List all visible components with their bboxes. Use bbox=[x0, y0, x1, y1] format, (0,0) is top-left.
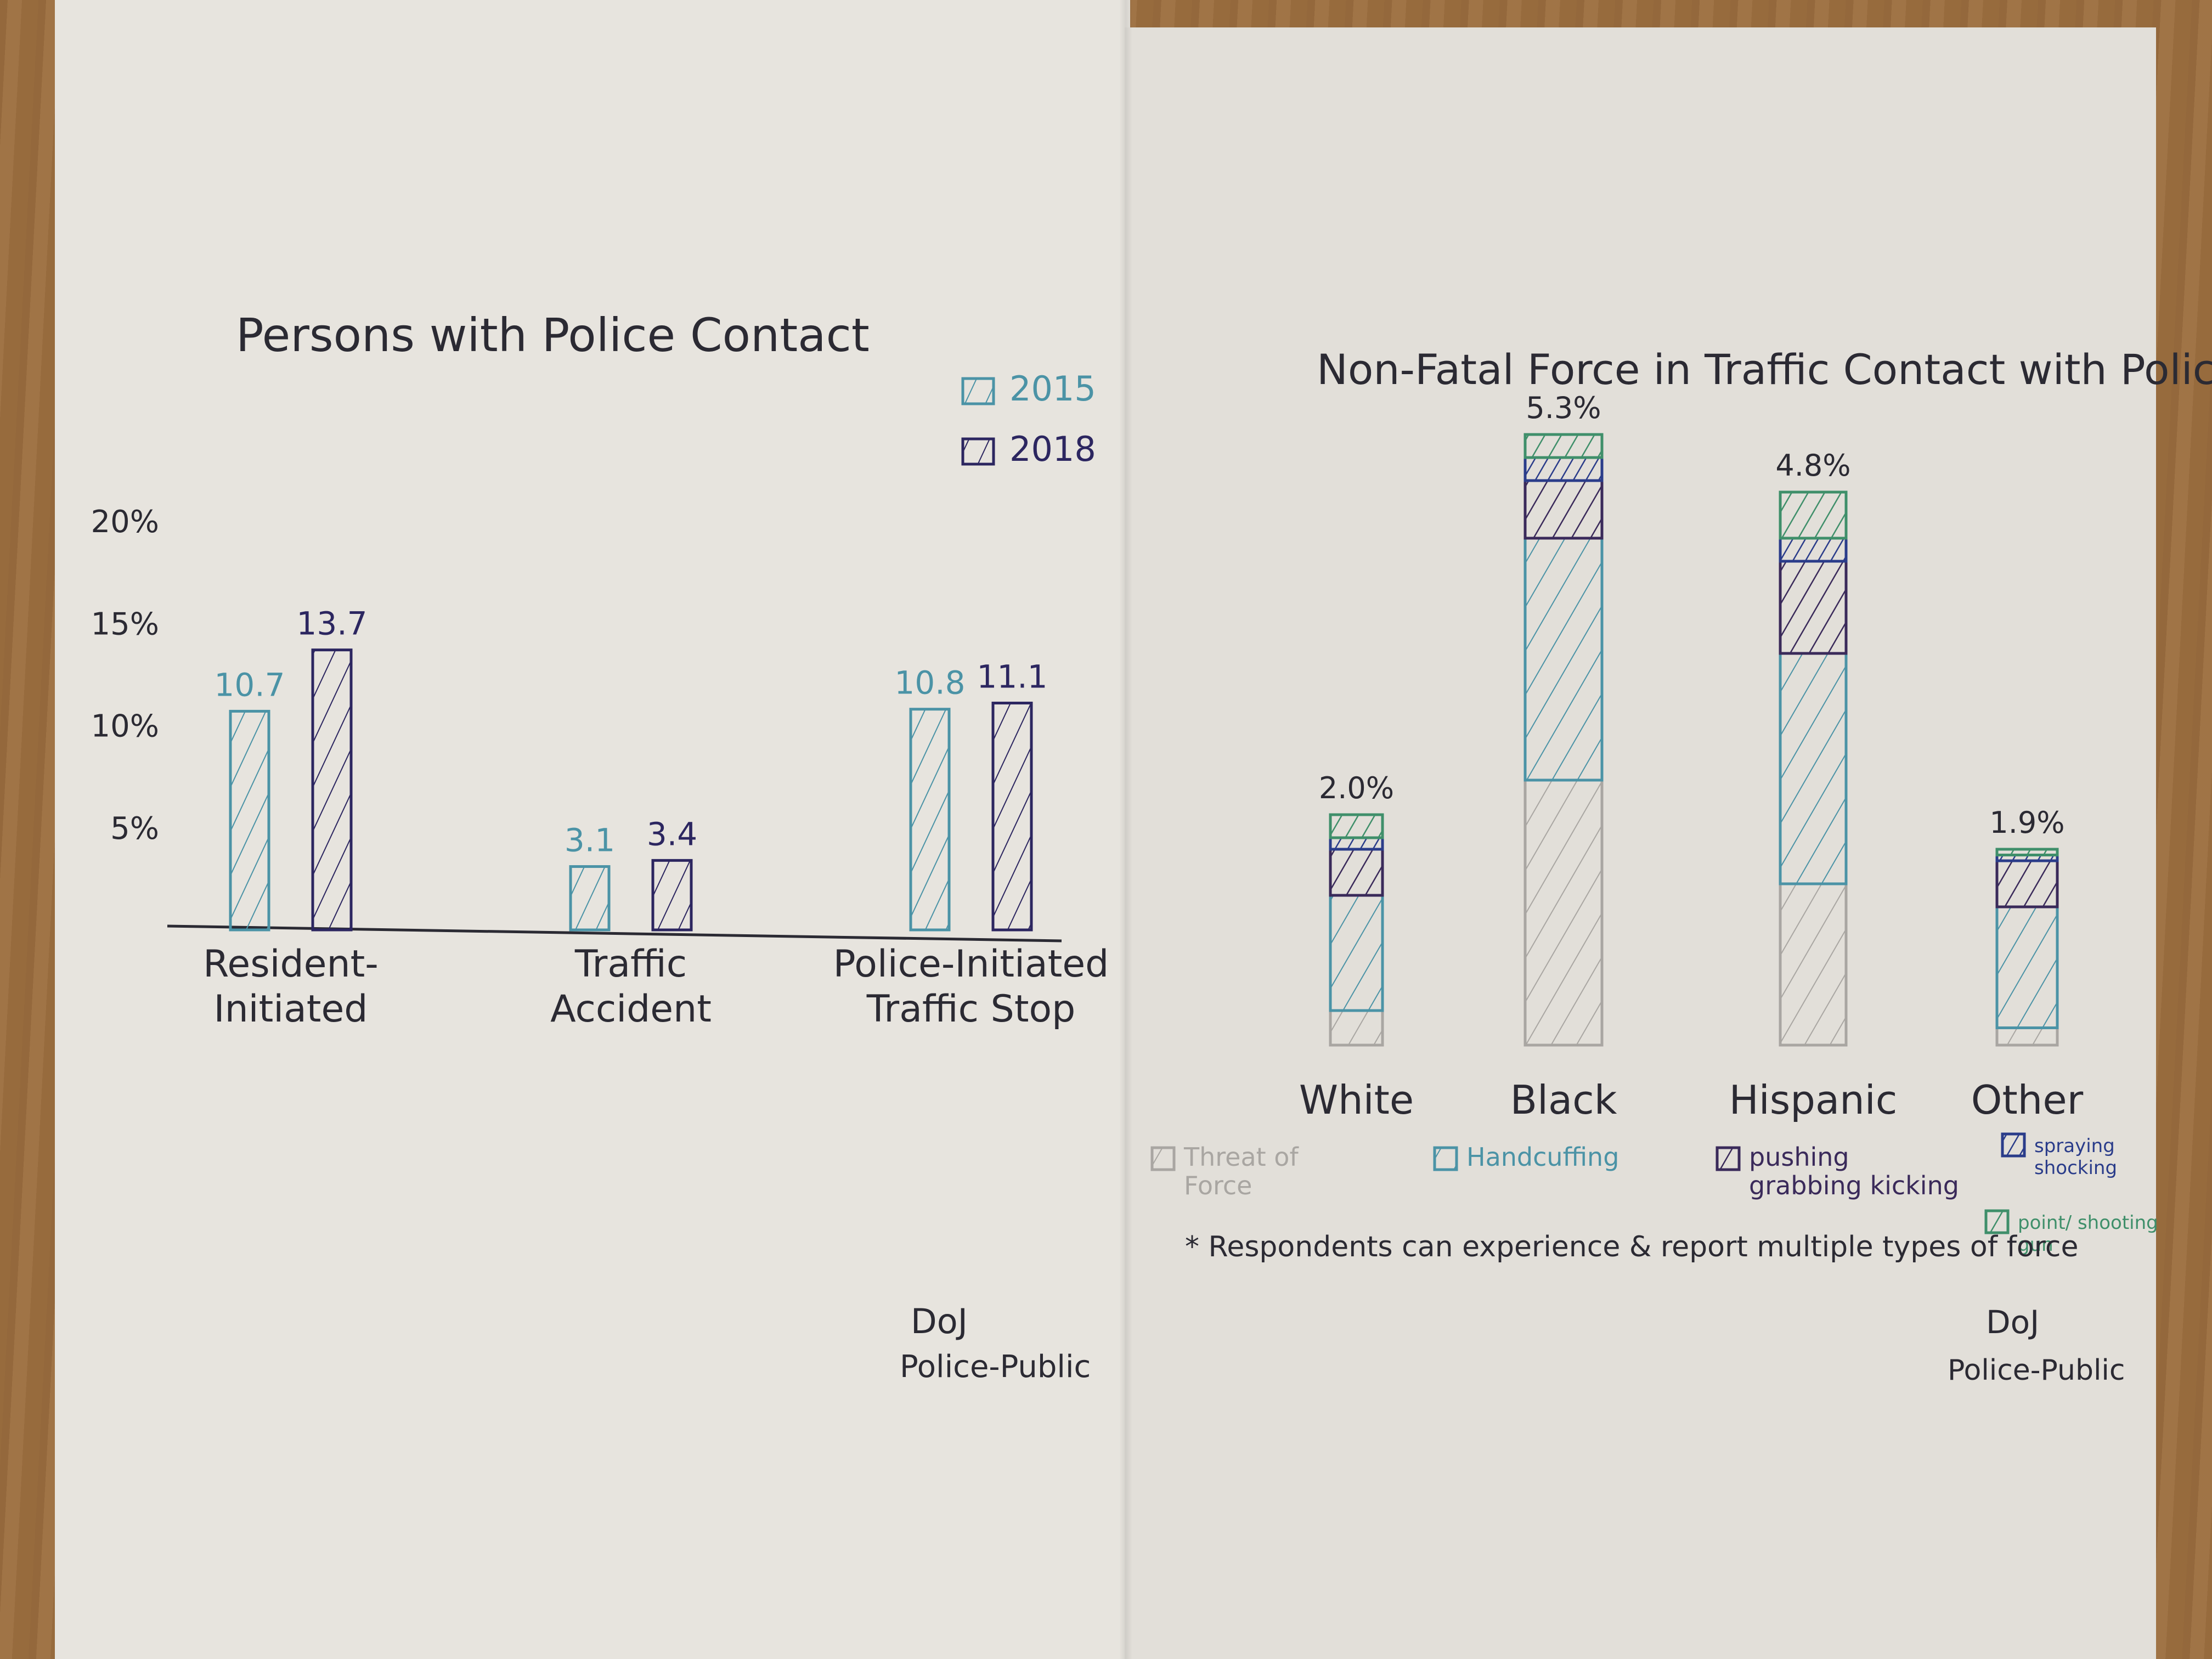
chart2-total-label: 2.0% bbox=[1319, 771, 1394, 805]
chart2-segment-3-2 bbox=[1779, 537, 1848, 563]
chart2-source: DoJ Police-Public bbox=[1948, 1304, 2125, 1387]
chart2-segment-2-2 bbox=[1779, 560, 1848, 655]
chart2-legend-swatch-4 bbox=[1984, 1209, 2010, 1234]
chart2-legend-label: Handcuffing bbox=[1466, 1142, 1619, 1172]
chart2-segment-3-0 bbox=[1329, 836, 1384, 851]
chart2-segment-2-0 bbox=[1329, 848, 1384, 897]
chart2-segment-1-1 bbox=[1523, 537, 1604, 782]
chart2-segment-0-2 bbox=[1779, 882, 1848, 1047]
paper-right-page bbox=[1125, 27, 2156, 1659]
chart1-data-label: 3.1 bbox=[565, 822, 615, 859]
chart1-bars: 10.7 3.1 10.8 13.7 3.4 11.1 bbox=[214, 605, 1048, 932]
chart-non-fatal-force: Non-Fatal Force in Traffic Contact with … bbox=[1150, 345, 2212, 1387]
chart2-segment-0-1 bbox=[1523, 778, 1604, 1047]
chart2-segment-4-0 bbox=[1329, 813, 1384, 839]
chart2-total-label: 4.8% bbox=[1775, 448, 1850, 483]
chart2-total-label: 1.9% bbox=[1989, 805, 2064, 840]
chart1-ytick-label: 20% bbox=[91, 504, 159, 540]
chart2-segment-4-1 bbox=[1523, 433, 1604, 459]
chart1-bar-2018-2 bbox=[991, 702, 1033, 932]
chart1-bar-2015-0 bbox=[229, 709, 270, 932]
chart1-source-line-1: DoJ bbox=[911, 1301, 968, 1341]
chart1-data-label: 13.7 bbox=[296, 605, 367, 642]
chart2-segment-2-3 bbox=[1995, 859, 2059, 909]
chart2-category-label: White bbox=[1299, 1077, 1414, 1123]
chart2-source-line-1: DoJ bbox=[1986, 1304, 2039, 1341]
chart1-source-line-2: Police-Public bbox=[900, 1349, 1091, 1385]
chart2-segment-3-1 bbox=[1523, 456, 1604, 482]
chart1-data-label: 11.1 bbox=[977, 658, 1047, 696]
chart2-total-label: 5.3% bbox=[1526, 391, 1601, 425]
chart1-ytick-label: 15% bbox=[91, 606, 159, 642]
chart1-bar-2018-0 bbox=[311, 648, 353, 932]
chart2-segment-4-3 bbox=[1995, 848, 2059, 856]
chart1-legend-label: 2015 bbox=[1009, 369, 1096, 409]
chart2-legend-swatch-2 bbox=[1716, 1146, 1741, 1171]
chart1-data-label: 3.4 bbox=[647, 815, 697, 853]
chart1-legend-swatch-2015 bbox=[961, 377, 995, 405]
chart2-footnote: * Respondents can experience & report mu… bbox=[1185, 1231, 2079, 1263]
chart2-segment-1-3 bbox=[1995, 905, 2059, 1029]
chart2-title: Non-Fatal Force in Traffic Contact with … bbox=[1317, 345, 2212, 394]
chart1-ytick-label: 10% bbox=[91, 709, 159, 744]
chart1-category-label: Resident-Initiated bbox=[203, 943, 379, 1031]
chart2-segment-0-0 bbox=[1329, 1009, 1384, 1047]
chart1-bar-2018-1 bbox=[651, 859, 693, 932]
chart2-segment-4-2 bbox=[1779, 490, 1848, 540]
chart2-legend-swatch-1 bbox=[1433, 1146, 1458, 1171]
paper-fold bbox=[1119, 0, 1132, 1659]
chart2-category-label: Other bbox=[1971, 1077, 2084, 1123]
chart1-data-label: 10.7 bbox=[214, 666, 285, 703]
chart2-legend-swatch-3 bbox=[2001, 1132, 2026, 1158]
chart2-legend-swatch-0 bbox=[1150, 1146, 1176, 1171]
chart1-y-axis: 5% 10% 15% 20% bbox=[91, 504, 159, 847]
chart2-segment-1-2 bbox=[1779, 652, 1848, 885]
chart2-category-labels: White Black Hispanic Other bbox=[1299, 1077, 2084, 1123]
chart1-data-label: 10.8 bbox=[894, 664, 965, 702]
chart1-bar-2015-1 bbox=[569, 865, 611, 932]
chart2-segment-2-1 bbox=[1523, 479, 1604, 540]
chart2-source-line-2: Police-Public bbox=[1948, 1354, 2125, 1387]
chart1-source: DoJ Police-Public bbox=[900, 1301, 1091, 1385]
chart2-segment-0-3 bbox=[1995, 1026, 2059, 1047]
chart1-legend-label: 2018 bbox=[1009, 429, 1096, 469]
chart2-stacked-bars: 2.0% 5.3% 4.8% 1.9% bbox=[1319, 391, 2065, 1047]
chart2-category-label: Black bbox=[1510, 1077, 1617, 1123]
chart2-segment-1-0 bbox=[1329, 894, 1384, 1012]
chart2-category-label: Hispanic bbox=[1729, 1077, 1898, 1123]
chart1-bar-2015-2 bbox=[909, 708, 951, 932]
chart1-title: Persons with Police Contact bbox=[236, 308, 870, 362]
chart1-legend: 2015 2018 bbox=[961, 369, 1096, 469]
chart1-ytick-label: 5% bbox=[110, 811, 159, 847]
chart-persons-with-police-contact: Persons with Police Contact 5%10%15%20% … bbox=[91, 308, 1109, 1385]
chart1-legend-swatch-2018 bbox=[961, 437, 995, 466]
